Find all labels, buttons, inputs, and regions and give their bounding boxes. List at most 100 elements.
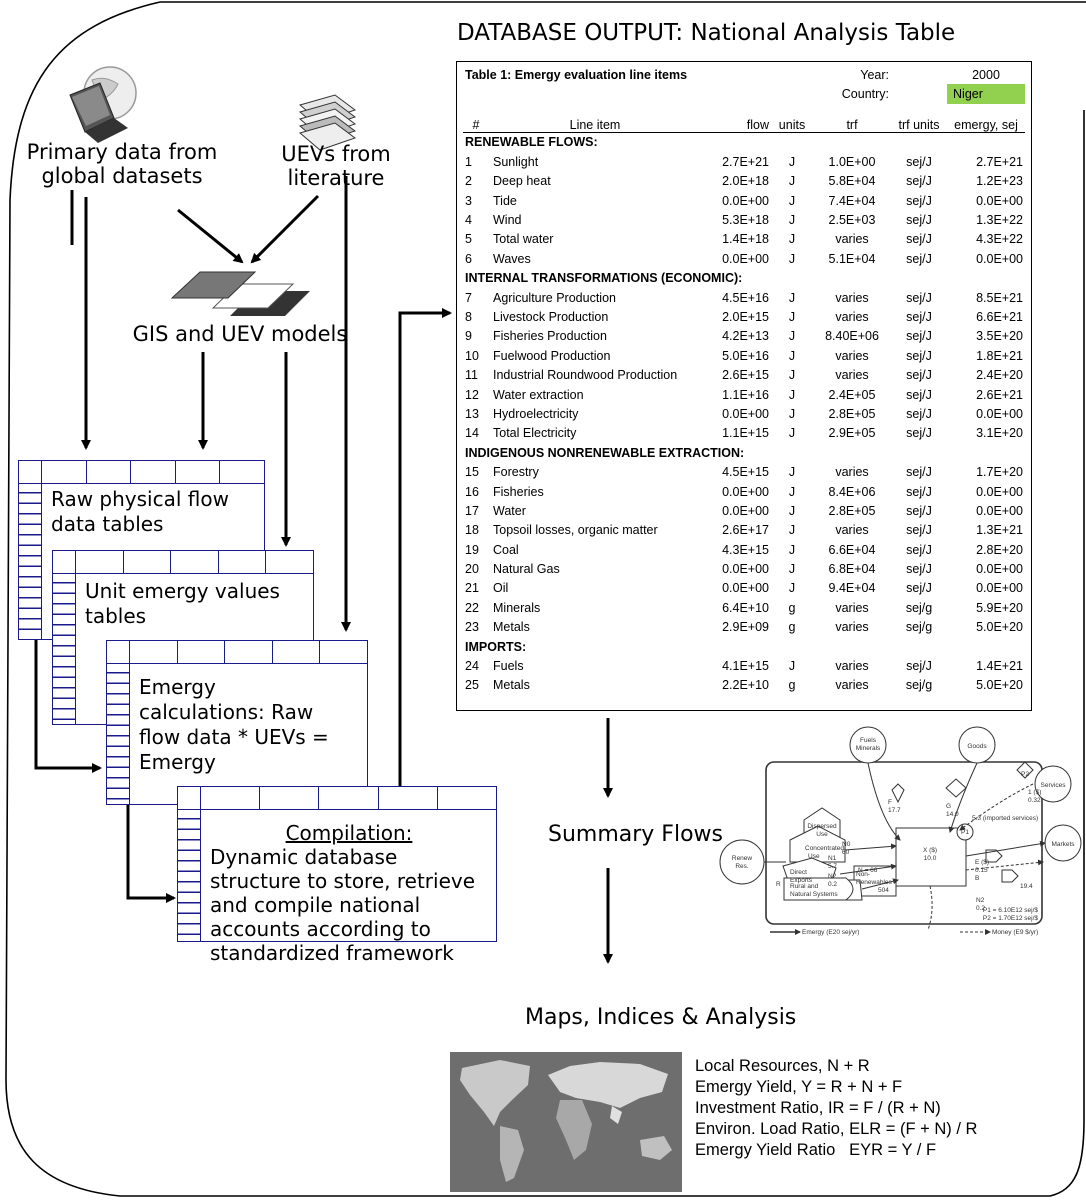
cell-trf: 8.4E+06 (828, 484, 876, 499)
cell-trf: varies (835, 290, 869, 305)
cell-units: J (788, 213, 796, 228)
cell-units: J (788, 562, 796, 577)
cell-trf: varies (835, 678, 869, 693)
svg-text:P2: P2 (1021, 771, 1029, 778)
svg-text:Markets: Markets (1051, 841, 1075, 848)
cell-flow: 1.4E+18 (722, 232, 769, 247)
cell-emergy: 5.0E+20 (976, 620, 1024, 635)
table-section-row: IMPORTS: (463, 637, 1025, 656)
svg-text:1 ($): 1 ($) (1028, 789, 1041, 796)
cell-units: J (788, 154, 796, 169)
unit-box-line-2: tables (85, 604, 147, 628)
cell-number: 22 (465, 600, 479, 615)
cell-units: J (788, 290, 796, 305)
compilation-title: Compilation: (285, 821, 413, 845)
cell-trf-units: sej/J (906, 581, 932, 596)
svg-text:Goods: Goods (967, 743, 987, 750)
cell-number: 10 (465, 348, 479, 363)
cell-trf: 2.8E+05 (828, 503, 876, 518)
compilation-line-1: Dynamic database (210, 845, 398, 869)
cell-trf: 7.4E+04 (828, 193, 876, 208)
cell-flow: 4.3E+15 (722, 542, 769, 557)
cell-emergy: 1.7E+20 (976, 465, 1024, 480)
svg-text:N2: N2 (828, 873, 837, 880)
cell-line-item: Coal (493, 542, 519, 557)
cell-emergy: 8.5E+21 (976, 290, 1024, 305)
svg-text:Non-: Non- (856, 871, 870, 878)
cell-units: J (788, 368, 796, 383)
indices-list: Local Resources, N + R Emergy Yield, Y =… (695, 1056, 1080, 1162)
cell-emergy: 5.0E+20 (976, 678, 1024, 693)
svg-text:60: 60 (842, 849, 850, 856)
cell-units: J (788, 193, 796, 208)
cell-emergy: 1.3E+22 (976, 213, 1024, 228)
emergy-box-line-2: calculations: Raw (139, 700, 314, 724)
cell-trf-units: sej/J (906, 465, 932, 480)
svg-text:0.32: 0.32 (1028, 797, 1041, 804)
table-section-row: INDIGENOUS NONRENEWABLE EXTRACTION: (463, 443, 1025, 462)
books-stack-icon (298, 94, 357, 151)
cell-trf: 6.6E+04 (828, 542, 876, 557)
cell-flow: 5.0E+16 (722, 348, 769, 363)
cell-trf-units: sej/J (906, 426, 932, 441)
svg-text:E ($): E ($) (975, 859, 989, 866)
cell-emergy: 2.4E+20 (976, 368, 1024, 383)
section-heading: IMPORTS: (465, 639, 527, 654)
svg-text:5.7: 5.7 (828, 863, 837, 870)
cell-emergy: 0.0E+00 (976, 251, 1024, 266)
svg-text:Emergy (E20 sej/yr): Emergy (E20 sej/yr) (802, 929, 859, 936)
svg-text:B: B (975, 875, 979, 882)
cell-line-item: Oil (493, 581, 509, 596)
cell-flow: 4.5E+15 (722, 465, 769, 480)
cell-line-item: Agriculture Production (493, 290, 616, 305)
svg-text:Concentrated: Concentrated (805, 845, 844, 852)
cell-units: J (788, 465, 796, 480)
cell-trf: varies (835, 600, 869, 615)
cell-number: 25 (465, 678, 479, 693)
cell-line-item: Water (493, 503, 526, 518)
cell-trf-units: sej/J (906, 174, 932, 189)
svg-text:G: G (946, 803, 951, 810)
svg-text:X ($): X ($) (923, 847, 937, 854)
svg-text:504: 504 (878, 887, 889, 894)
cell-number: 16 (465, 484, 479, 499)
cell-emergy: 1.4E+21 (976, 659, 1024, 674)
cell-trf: 2.8E+05 (828, 406, 876, 421)
cell-number: 8 (465, 309, 472, 324)
cell-number: 18 (465, 523, 479, 538)
cell-number: 13 (465, 406, 479, 421)
cell-number: 24 (465, 659, 479, 674)
cell-line-item: Sunlight (493, 154, 539, 169)
cell-line-item: Hydroelectricity (493, 406, 579, 421)
cell-trf-units: sej/J (906, 154, 932, 169)
svg-text:N2: N2 (976, 897, 985, 904)
col-header-line-item: Line item (489, 103, 701, 133)
cell-trf-units: sej/J (906, 368, 932, 383)
svg-text:Services: Services (1041, 782, 1067, 789)
cell-number: 1 (465, 154, 472, 169)
cell-units: J (788, 581, 796, 596)
emergy-evaluation-table: Table 1: Emergy evaluation line items Ye… (463, 65, 1026, 695)
primary-data-label: Primary data from global datasets (22, 140, 222, 188)
cell-emergy: 1.8E+21 (976, 348, 1024, 363)
svg-text:N0: N0 (842, 841, 851, 848)
cell-trf: varies (835, 620, 869, 635)
svg-text:P2 = 1.70E12 sej/$: P2 = 1.70E12 sej/$ (983, 915, 1038, 922)
emergy-box-line-3: flow data * UEVs = (139, 725, 329, 749)
cell-trf-units: sej/J (906, 484, 932, 499)
cell-emergy: 3.5E+20 (976, 329, 1024, 344)
index-line: Environ. Load Ratio, ELR = (F + N) / R (695, 1120, 978, 1139)
index-line: Emergy Yield, Y = R + N + F (695, 1078, 903, 1097)
cell-trf: 5.1E+04 (828, 251, 876, 266)
cell-emergy: 0.0E+00 (976, 406, 1024, 421)
